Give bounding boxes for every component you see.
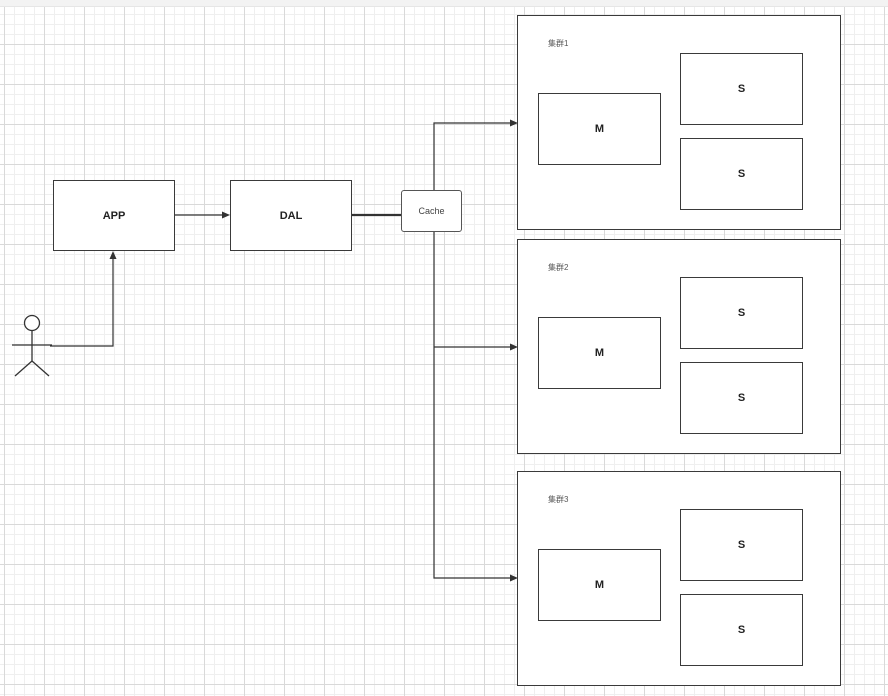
cache-trunk-connector[interactable] xyxy=(433,231,510,579)
app-node[interactable]: APP xyxy=(53,180,175,251)
slave-node[interactable]: S xyxy=(680,138,803,210)
cache-node[interactable]: Cache xyxy=(401,190,462,232)
slave-node[interactable]: S xyxy=(680,509,803,581)
arrowhead xyxy=(510,343,518,351)
slave-node[interactable]: S xyxy=(680,594,803,666)
slave-node[interactable]: S xyxy=(680,53,803,125)
cluster-label: 集群3 xyxy=(548,495,569,504)
canvas-top-bar xyxy=(0,0,888,7)
arrowhead xyxy=(510,574,518,582)
dal-node[interactable]: DAL xyxy=(230,180,352,251)
arrowhead xyxy=(222,211,230,219)
cluster-label: 集群2 xyxy=(548,263,569,272)
cache-to-cluster1-connector[interactable] xyxy=(433,122,510,190)
slave-node[interactable]: S xyxy=(680,277,803,349)
master-node[interactable]: M xyxy=(538,549,661,621)
actor-to-app-connector[interactable] xyxy=(50,258,114,347)
arrowhead xyxy=(109,251,117,259)
slave-node[interactable]: S xyxy=(680,362,803,434)
arrowhead xyxy=(510,119,518,127)
cluster-label: 集群1 xyxy=(548,39,569,48)
master-node[interactable]: M xyxy=(538,317,661,389)
master-node[interactable]: M xyxy=(538,93,661,165)
